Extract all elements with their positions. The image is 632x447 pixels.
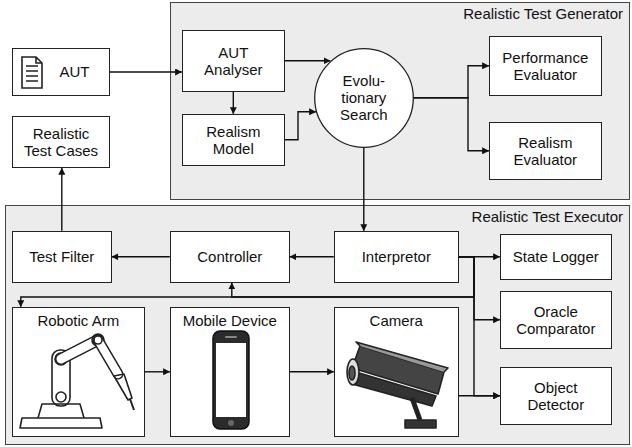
connector-arrow	[232, 257, 474, 297]
connector-arrow	[112, 256, 170, 257]
node-label: Performance Evaluator	[499, 49, 592, 84]
node-label: Realism Evaluator	[499, 134, 592, 169]
device-box: Mobile Device	[170, 307, 290, 437]
output-box: Realistic Test Cases	[12, 116, 110, 168]
node-label: Interpretor	[362, 248, 431, 265]
camera-drawing	[347, 342, 448, 428]
region-heading: Realistic Test Generator	[463, 5, 623, 22]
connector-arrow	[21, 257, 474, 307]
device-box: Camera	[334, 307, 459, 437]
node-label: Mobile Device	[183, 312, 277, 329]
device-box: Robotic Arm	[12, 307, 145, 437]
process-box: Realism Model	[182, 114, 285, 166]
node-label: Oracle Comparator	[510, 303, 602, 338]
connector-arrow	[290, 256, 334, 257]
node-label: AUT	[60, 63, 90, 80]
process-box: Performance Evaluator	[489, 36, 602, 96]
phone-drawing	[213, 331, 249, 429]
process-box: State Logger	[500, 234, 612, 280]
executor-band: Realistic Test ExecutorTest Filter Contro…	[5, 205, 630, 445]
connector-arrow	[145, 371, 170, 372]
generator-band: Realistic Test GeneratorAUT AnalyserReal…	[170, 2, 630, 200]
connector-arrow	[459, 257, 500, 320]
node-label: Realistic Test Cases	[22, 125, 100, 160]
process-box: Object Detector	[500, 367, 612, 425]
search-circle: Evolu- tionary Search	[314, 48, 414, 148]
process-box: Interpretor	[334, 231, 459, 283]
connector-arrow	[414, 98, 489, 151]
process-box: AUT Analyser	[182, 30, 285, 92]
node-label: Realism Model	[192, 123, 275, 158]
process-box: Controller	[170, 231, 290, 283]
node-label: Evolu- tionary Search	[328, 72, 400, 124]
document-icon	[22, 57, 42, 88]
node-label: Object Detector	[510, 379, 602, 414]
connector-arrow	[110, 71, 182, 72]
node-label: Test Filter	[29, 248, 94, 265]
node-label: Controller	[197, 248, 262, 265]
node-label: AUT Analyser	[192, 44, 275, 79]
node-label: State Logger	[513, 248, 599, 265]
connector-arrow	[285, 112, 316, 140]
process-box: Test Filter	[12, 231, 112, 283]
connector-arrow	[459, 395, 500, 396]
process-box: Oracle Comparator	[500, 291, 612, 349]
connector-arrow	[285, 60, 330, 61]
connector-arrow	[414, 66, 489, 98]
connector-arrow	[61, 168, 62, 231]
connector-arrow	[363, 148, 364, 231]
connector-arrow	[459, 257, 500, 396]
document-box: AUT	[12, 48, 110, 96]
robotic-arm-drawing	[20, 334, 134, 428]
node-label: Camera	[370, 312, 423, 329]
connector-arrow	[233, 92, 234, 114]
region-heading: Realistic Test Executor	[472, 208, 623, 225]
process-box: Realism Evaluator	[489, 122, 602, 180]
node-label: Robotic Arm	[37, 312, 119, 329]
connector-arrow	[290, 371, 334, 372]
connector-arrow	[459, 256, 500, 257]
